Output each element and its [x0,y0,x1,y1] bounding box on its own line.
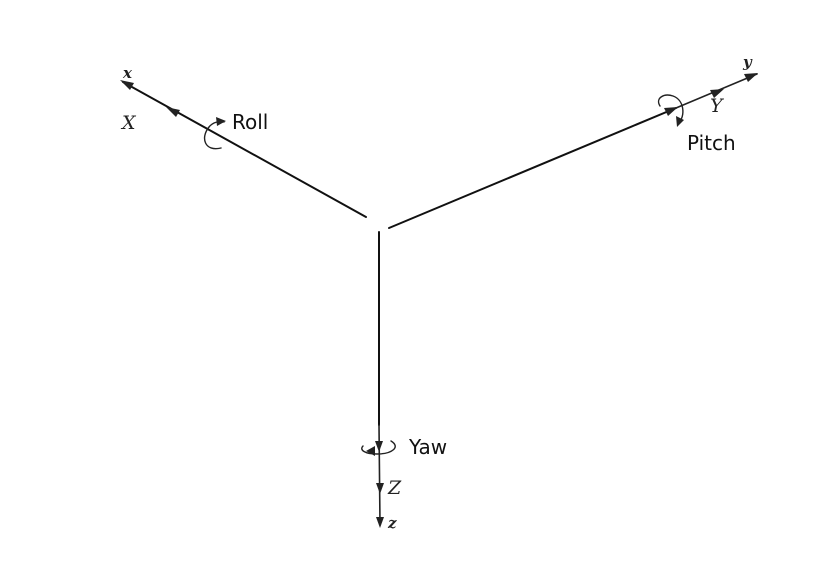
x-inner-arrowhead [166,107,180,117]
x-lower-label: x [122,64,133,82]
pitch-rotation-arrowhead [676,116,684,127]
z-arrowhead [376,517,384,528]
z-upper-label: Z [387,477,402,499]
y-upper-label: Y [710,95,725,117]
yaw-rotation-arrowhead [366,446,375,456]
y-axis-line [388,107,677,229]
yaw-rotation-arrow [361,440,396,455]
y-inner-arrowhead [664,107,678,116]
roll-rotation-arrowhead [216,117,226,126]
yaw-label: Yaw [408,435,447,459]
z-mid-arrowhead [376,483,384,494]
z-axis-extension [378,424,381,526]
pitch-label: Pitch [687,131,736,155]
x-axis-line [122,81,367,218]
y-arrowhead [744,73,758,82]
z-lower-label: z [387,514,397,532]
roll-rotation-arrow [203,120,225,150]
y-lower-label: y [742,53,753,71]
x-arrowhead [120,80,134,90]
roll-label: Roll [232,110,268,134]
pitch-rotation-arrow [657,94,684,125]
y-mid-arrowhead [710,89,724,98]
x-upper-label: X [120,112,137,134]
z-inner-arrowhead [375,441,383,452]
